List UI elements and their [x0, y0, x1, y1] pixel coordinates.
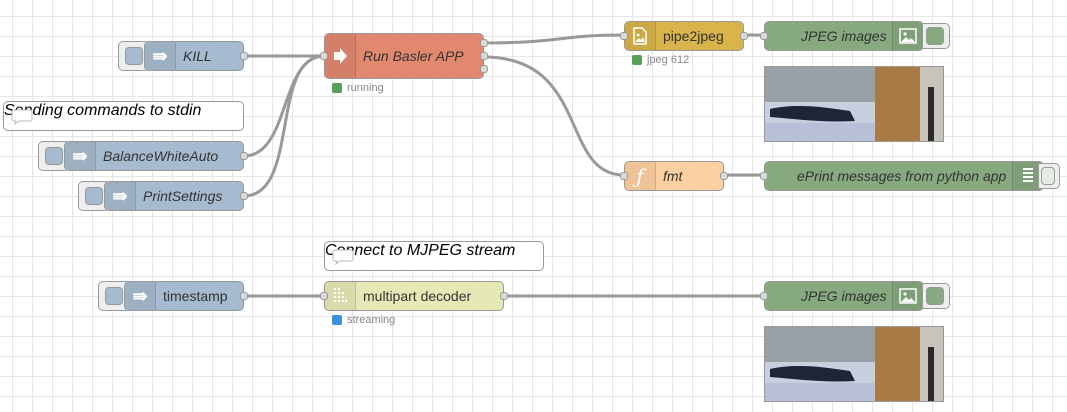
input-port[interactable] — [620, 32, 628, 40]
output-port[interactable] — [740, 32, 748, 40]
node-label: pipe2jpeg — [663, 28, 724, 44]
node-pipe2jpeg[interactable]: pipe2jpeg — [624, 21, 744, 51]
status-text: streaming — [347, 314, 396, 326]
node-label: ePrint messages from python app — [797, 168, 1007, 184]
status-dot — [632, 55, 642, 65]
status-dot — [332, 315, 342, 325]
image-preview-top — [764, 66, 944, 142]
input-port[interactable] — [760, 32, 768, 40]
output-port-stderr[interactable] — [480, 52, 488, 60]
split-icon — [325, 282, 356, 310]
status-jpeg: jpeg 612 — [632, 54, 689, 66]
input-port[interactable] — [320, 292, 328, 300]
image-icon — [892, 22, 923, 50]
node-label: PrintSettings — [143, 188, 223, 204]
inject-kill[interactable]: ⇛ KILL — [118, 41, 244, 71]
output-port-rc[interactable] — [480, 65, 488, 73]
output-port[interactable] — [720, 172, 728, 180]
node-jpeg-images-bottom[interactable]: JPEG images — [764, 281, 924, 311]
output-toggle-button[interactable] — [922, 283, 950, 309]
comment-bubble-icon — [11, 109, 33, 125]
comment-label: Sending commands to stdin — [4, 102, 202, 119]
wire-balance-to-run — [243, 54, 325, 158]
node-label: JPEG images — [801, 28, 887, 44]
comment-bubble-icon — [332, 249, 354, 265]
inject-arrow-icon: ⇛ — [125, 282, 156, 310]
comment-mjpeg[interactable]: Connect to MJPEG stream — [324, 241, 544, 271]
node-jpeg-images-top[interactable]: JPEG images — [764, 21, 924, 51]
function-fmt[interactable]: ƒ fmt — [624, 161, 724, 191]
node-label: JPEG images — [801, 288, 887, 304]
node-multipart-decoder[interactable]: multipart decoder — [324, 281, 504, 311]
function-icon: ƒ — [625, 162, 656, 190]
list-icon — [1012, 162, 1043, 190]
inject-balancewhiteauto[interactable]: ⇛ BalanceWhiteAuto — [38, 141, 244, 171]
wire-print-to-run — [243, 54, 325, 198]
inject-timestamp[interactable]: ⇛ timestamp — [98, 281, 244, 311]
wire-run-to-fmt — [483, 55, 625, 177]
output-port[interactable] — [240, 192, 248, 200]
node-label: multipart decoder — [363, 288, 472, 304]
status-dot — [332, 83, 342, 93]
input-port[interactable] — [320, 52, 328, 60]
debug-toggle-button[interactable] — [1038, 163, 1060, 189]
node-label: BalanceWhiteAuto — [103, 148, 219, 164]
image-icon — [625, 22, 656, 50]
inject-printsettings[interactable]: ⇛ PrintSettings — [78, 181, 244, 211]
output-port[interactable] — [500, 292, 508, 300]
debug-print-messages[interactable]: ePrint messages from python app — [764, 161, 1044, 191]
inject-arrow-icon: ⇛ — [65, 142, 96, 170]
status-text: running — [347, 82, 384, 94]
node-label: fmt — [663, 168, 683, 184]
status-text: jpeg 612 — [647, 54, 690, 66]
node-label: Run Basler APP — [363, 48, 464, 64]
image-icon — [892, 282, 923, 310]
output-toggle-button[interactable] — [922, 23, 950, 49]
input-port[interactable] — [620, 172, 628, 180]
image-preview-bottom — [764, 326, 944, 402]
exec-arrow-icon — [325, 34, 356, 78]
status-running: running — [332, 82, 384, 94]
wire-run-to-pipe2jpeg — [483, 33, 625, 45]
comment-label: Connect to MJPEG stream — [325, 242, 516, 259]
inject-arrow-icon: ⇛ — [105, 182, 136, 210]
node-label: KILL — [183, 48, 212, 64]
output-port[interactable] — [240, 52, 248, 60]
output-port-stdout[interactable] — [480, 39, 488, 47]
output-port[interactable] — [240, 152, 248, 160]
comment-stdin[interactable]: Sending commands to stdin — [3, 101, 244, 131]
input-port[interactable] — [760, 172, 768, 180]
output-port[interactable] — [240, 292, 248, 300]
input-port[interactable] — [760, 292, 768, 300]
inject-arrow-icon: ⇛ — [145, 42, 176, 70]
node-label: timestamp — [163, 288, 228, 304]
status-streaming: streaming — [332, 314, 395, 326]
exec-run-basler-app[interactable]: Run Basler APP — [324, 33, 484, 79]
